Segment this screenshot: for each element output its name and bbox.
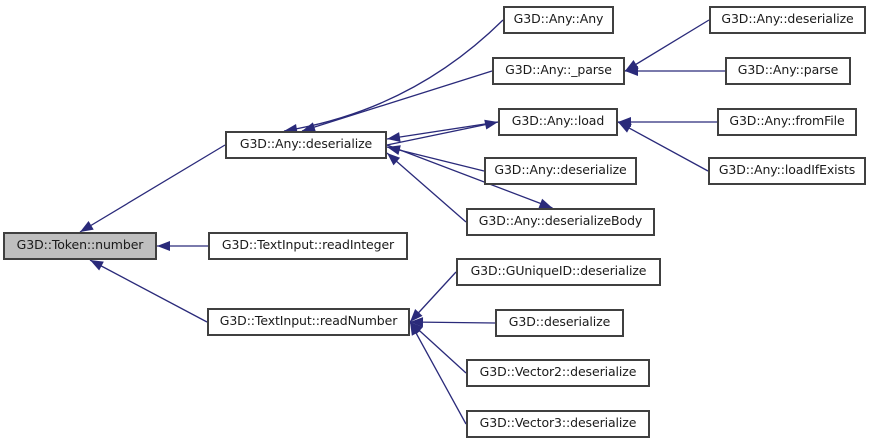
graph-edge (79, 144, 226, 233)
graph-edge (283, 19, 504, 132)
graph-edge (624, 19, 710, 72)
graph-edge (386, 146, 485, 172)
graph-node-label: G3D::TextInput::readNumber (219, 313, 398, 329)
graph-node-label: G3D::GUniqueID::deserialize (470, 263, 647, 279)
edge-arrowhead (618, 117, 631, 127)
graph-node-label: G3D::Any::load (511, 113, 605, 129)
edge-arrowhead (410, 309, 423, 322)
graph-node-any_deserialize_tr[interactable]: G3D::Any::deserialize (709, 6, 866, 34)
graph-edge (386, 121, 499, 146)
edge-arrowhead (387, 145, 401, 155)
graph-node-guniqueid[interactable]: G3D::GUniqueID::deserialize (456, 258, 661, 286)
edge-arrowhead (387, 153, 401, 166)
graph-node-label: G3D::Any::deserialize (494, 162, 627, 178)
graph-node-vector3[interactable]: G3D::Vector3::deserialize (466, 410, 650, 438)
graph-node-label: G3D::Token::number (16, 237, 144, 253)
graph-node-label: G3D::deserialize (508, 314, 611, 330)
edge-arrowhead (618, 122, 632, 133)
graph-node-label: G3D::Vector2::deserialize (479, 364, 637, 380)
graph-node-any_fromfile[interactable]: G3D::Any::fromFile (717, 108, 857, 136)
edge-arrowhead (410, 322, 423, 335)
graph-node-label: G3D::Any::Any (513, 11, 604, 27)
edge-arrowhead (484, 119, 498, 130)
graph-edge (89, 259, 208, 323)
edge-arrowhead (90, 260, 104, 271)
graph-edge (409, 271, 457, 323)
edge-arrowhead (387, 132, 401, 142)
edge-arrowhead (538, 198, 553, 209)
graph-node-any_parse_u[interactable]: G3D::Any::_parse (492, 57, 625, 85)
graph-node-any_deserialize_2[interactable]: G3D::Any::deserialize (484, 157, 637, 185)
graph-edge (409, 321, 467, 374)
graph-node-readinteger[interactable]: G3D::TextInput::readInteger (208, 232, 408, 260)
graph-node-readnumber[interactable]: G3D::TextInput::readNumber (207, 308, 410, 336)
graph-node-g3d_deserialize[interactable]: G3D::deserialize (495, 309, 624, 337)
graph-node-label: G3D::Any::deserialize (239, 136, 373, 152)
edge-arrowhead (410, 322, 421, 336)
graph-edge (409, 321, 496, 324)
graph-edge (409, 321, 467, 425)
graph-node-label: G3D::TextInput::readInteger (221, 237, 395, 253)
edge-arrowhead (625, 59, 639, 71)
graph-node-label: G3D::Any::parse (737, 62, 839, 78)
graph-node-any_loadifexists[interactable]: G3D::Any::loadIfExists (708, 157, 866, 185)
graph-node-any_deserializebody[interactable]: G3D::Any::deserializeBody (466, 208, 655, 236)
graph-node-token_number[interactable]: G3D::Token::number (3, 232, 157, 260)
graph-node-vector2[interactable]: G3D::Vector2::deserialize (466, 359, 650, 387)
graph-node-any_any[interactable]: G3D::Any::Any (503, 6, 614, 34)
graph-node-any_load[interactable]: G3D::Any::load (498, 108, 618, 136)
graph-node-label: G3D::Any::_parse (505, 62, 612, 78)
graph-node-label: G3D::Any::deserialize (721, 11, 854, 27)
graph-edge (386, 152, 467, 223)
graph-edge (386, 121, 499, 140)
edge-arrowhead (157, 241, 170, 251)
graph-node-any_parse[interactable]: G3D::Any::parse (725, 57, 851, 85)
graph-node-label: G3D::Any::deserializeBody (478, 213, 643, 229)
graph-node-any_deserialize_main[interactable]: G3D::Any::deserialize (225, 131, 387, 159)
graph-node-label: G3D::Any::fromFile (729, 113, 845, 129)
edge-arrowhead (410, 317, 424, 328)
edge-arrowhead (80, 221, 94, 232)
edge-arrowhead (625, 66, 638, 76)
graph-node-label: G3D::Vector3::deserialize (479, 415, 637, 431)
graph-node-label: G3D::Any::loadIfExists (718, 162, 856, 178)
graph-edge (301, 70, 493, 132)
